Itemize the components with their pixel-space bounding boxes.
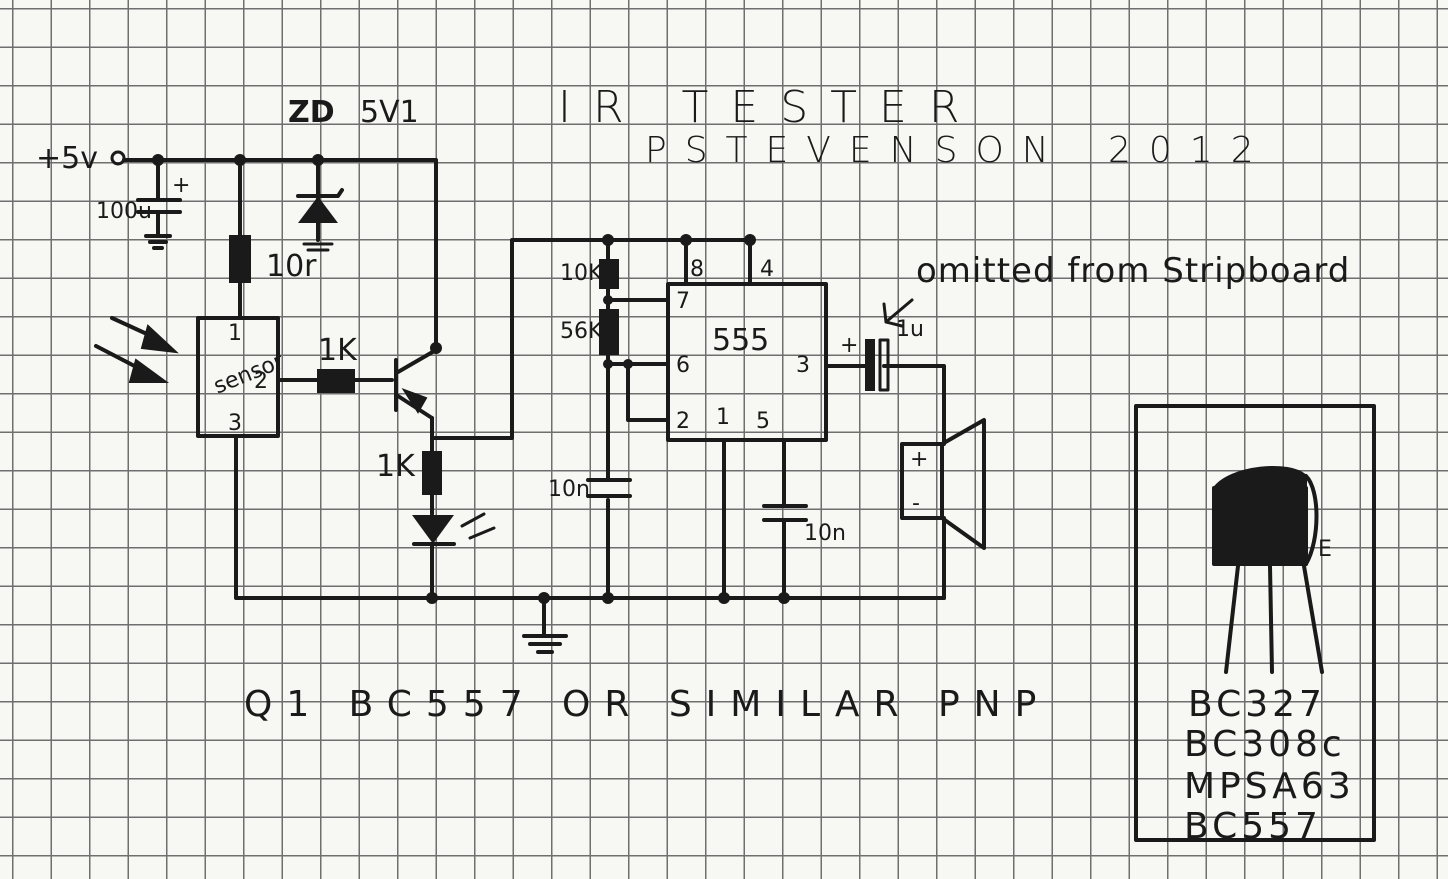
res-base-label: 1K (318, 333, 358, 368)
junction-dot (744, 234, 756, 246)
transistor-package-top (1212, 465, 1307, 489)
cap-timing-plates (586, 478, 632, 498)
ic-pin6: 6 (676, 353, 690, 378)
junction-dot (718, 592, 730, 604)
supply-label: +5v (36, 141, 98, 176)
cap-supply-label: 100u (96, 199, 152, 224)
pin-c-label: C (1224, 537, 1239, 562)
res-led-body (422, 451, 442, 495)
top-rail-wire (122, 158, 438, 350)
speaker-body (900, 442, 944, 520)
transistor-note: Q1 BC557 OR SIMILAR PNP (244, 684, 1050, 725)
ground-symbol (522, 596, 568, 654)
zener-diode (298, 196, 338, 223)
cap-ctrl-plates (762, 504, 808, 522)
res-timing2-label: 56K (560, 319, 603, 344)
cap-out-plate (865, 339, 875, 391)
res-led-label: 1K (376, 449, 416, 484)
res-timing2-body (599, 309, 619, 355)
pin-b-label: B (1258, 537, 1273, 562)
ir-arrow-icon (140, 324, 179, 354)
res-base-body (317, 369, 355, 393)
type-4: BC557 (1184, 806, 1322, 847)
cap-out-label: 1u (896, 317, 924, 342)
cap-ctrl-label: 10n (804, 521, 846, 546)
junction-dot (602, 592, 614, 604)
led-icon (412, 515, 454, 544)
junction-dot (778, 592, 790, 604)
junction-dot (430, 342, 442, 354)
type-2: BC308c (1184, 724, 1346, 765)
supply-terminal (110, 150, 126, 166)
ground-symbol (144, 210, 172, 250)
pin2-link (626, 362, 670, 422)
transistor-legs (1224, 564, 1324, 674)
led-light-icon (460, 512, 496, 540)
ic-pin1: 1 (716, 405, 730, 430)
res-timing1-label: 10K (560, 261, 603, 286)
ir-arrow-icon (128, 358, 170, 383)
ic-pin2: 2 (676, 409, 690, 434)
zener-label: ZD (288, 95, 335, 130)
ic-pin3: 3 (796, 353, 810, 378)
timing-wires (606, 238, 670, 366)
ic-pin8: 8 (690, 257, 704, 282)
transistor-package-curve (1304, 474, 1319, 566)
res-timing1-body (599, 259, 619, 289)
author-text: PSTEVENSON (645, 130, 1067, 171)
ic-pin5: 5 (756, 409, 770, 434)
junction-dot (623, 359, 633, 369)
sensor-pin2: 2 (254, 369, 268, 394)
title-text: IR TESTER (558, 82, 981, 133)
cap-out-plate (878, 338, 890, 392)
speaker-minus: - (912, 491, 920, 516)
cap-supply-plus: + (172, 173, 190, 198)
type-1: BC327 (1188, 684, 1326, 725)
cap-out-plus: + (840, 333, 858, 358)
ic-pin4: 4 (760, 257, 774, 282)
note-text: omitted from Stripboard (916, 251, 1350, 291)
ic-555-body (666, 282, 828, 442)
zener-bar (296, 188, 344, 198)
cap-timing-label: 10n (548, 477, 590, 502)
junction-dot (603, 295, 613, 305)
transistor-collector (396, 348, 438, 374)
res-supply-label: 10r (266, 249, 317, 284)
ground-rail (234, 434, 946, 600)
transistor-arrow-icon (401, 388, 428, 414)
sensor-pin3: 3 (228, 411, 242, 436)
zener-value: 5V1 (360, 95, 419, 130)
output-wire (824, 364, 946, 422)
junction-dot (426, 592, 438, 604)
type-3: MPSA63 (1184, 766, 1355, 807)
year-text: 2012 (1108, 130, 1272, 171)
led-bar (412, 542, 456, 600)
res-supply-body (229, 235, 251, 283)
vcc-555-wire (430, 238, 752, 440)
note-pointer-arrow-icon (882, 298, 914, 328)
pinout-box (1134, 404, 1376, 842)
ground-symbol (302, 242, 334, 252)
ic-pin7: 7 (676, 289, 690, 314)
sensor-pin1: 1 (228, 321, 242, 346)
pin-e-label: E (1318, 537, 1332, 562)
speaker-cone-icon (940, 418, 986, 550)
speaker-plus: + (910, 447, 928, 472)
ic-555-label: 555 (712, 323, 769, 358)
